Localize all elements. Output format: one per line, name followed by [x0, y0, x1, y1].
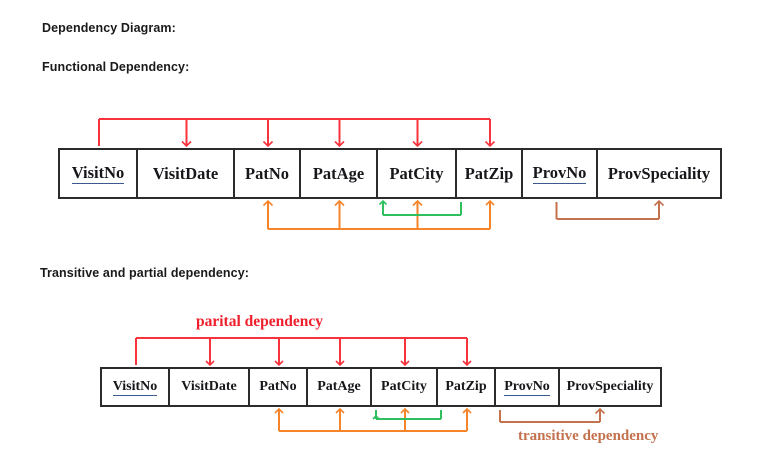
column-header-patno: PatNo — [250, 369, 308, 405]
column-header-provspeciality: ProvSpeciality — [560, 369, 660, 405]
column-label: PatNo — [245, 163, 289, 183]
column-label: ProvSpeciality — [607, 163, 711, 183]
column-label: VisitNo — [71, 163, 125, 184]
column-label: ProvNo — [504, 378, 550, 396]
column-header-visitno: VisitNo — [60, 150, 138, 197]
column-header-patzip: PatZip — [457, 150, 523, 197]
functional-dependency-table: VisitNo VisitDate PatNo PatAge PatCity PatZip… — [58, 148, 722, 199]
column-label: VisitNo — [112, 378, 158, 396]
functional-dependency-heading: Functional Dependency: — [42, 60, 190, 74]
column-header-patcity: PatCity — [378, 150, 457, 197]
page-title: Dependency Diagram: — [42, 21, 176, 35]
column-label: PatAge — [317, 379, 361, 394]
transitive-dependency-label: transitive dependency — [518, 428, 659, 444]
column-label: VisitDate — [181, 379, 237, 394]
column-label: PatNo — [259, 379, 297, 394]
column-label: PatZip — [464, 163, 514, 183]
column-header-visitdate: VisitDate — [138, 150, 235, 197]
column-label: PatCity — [389, 163, 444, 183]
column-header-patage: PatAge — [301, 150, 378, 197]
column-header-patage: PatAge — [308, 369, 372, 405]
column-label: PatCity — [381, 379, 427, 394]
column-header-visitdate: VisitDate — [170, 369, 250, 405]
column-label: ProvNo — [532, 163, 587, 184]
column-header-provno: ProvNo — [496, 369, 560, 405]
column-label: ProvSpeciality — [566, 379, 654, 394]
column-header-patno: PatNo — [235, 150, 301, 197]
column-label: PatAge — [312, 163, 365, 183]
column-label: PatZip — [445, 379, 487, 394]
transitive-partial-dependency-heading: Transitive and partial dependency: — [40, 266, 250, 280]
column-label: VisitDate — [152, 163, 219, 183]
column-header-provspeciality: ProvSpeciality — [598, 150, 720, 197]
column-header-patcity: PatCity — [372, 369, 438, 405]
column-header-patzip: PatZip — [438, 369, 496, 405]
transitive-partial-dependency-table: VisitNo VisitDate PatNo PatAge PatCity PatZip… — [100, 367, 662, 407]
column-header-visitno: VisitNo — [102, 369, 170, 405]
partial-dependency-label: parital dependency — [196, 313, 324, 330]
column-header-provno: ProvNo — [523, 150, 598, 197]
